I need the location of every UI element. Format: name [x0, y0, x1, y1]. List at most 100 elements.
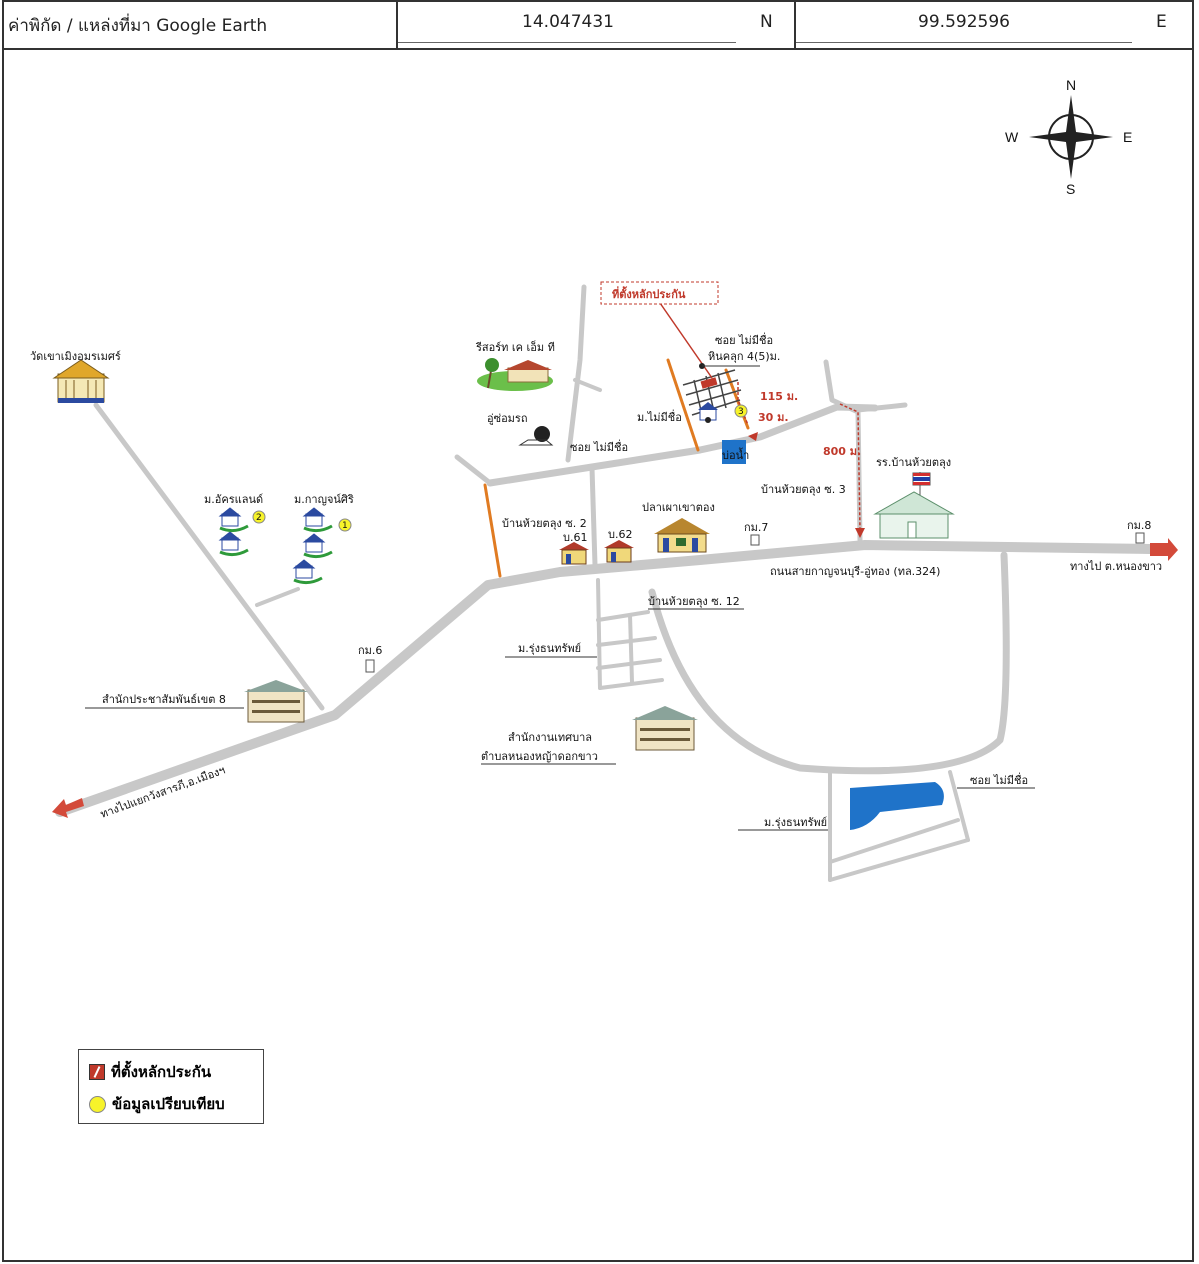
road-left-nw	[454, 454, 493, 486]
soi-3-label: บ้านห้วยตลุง ซ. 3	[761, 483, 846, 496]
arrow-800	[855, 528, 865, 538]
temple-icon	[52, 359, 110, 403]
school-label: รร.บ้านห้วยตลุง	[876, 456, 951, 469]
km7-label: กม.7	[744, 521, 768, 534]
main-highway	[55, 540, 1155, 817]
compass-rose: N S E W	[1005, 77, 1132, 197]
source-label: ค่าพิกัด / แหล่งที่มา Google Earth	[8, 16, 268, 36]
temple-branch	[255, 587, 300, 607]
office-pr8-label: สำนักประชาสัมพันธ์เขต 8	[102, 693, 226, 706]
marker-2-label: 2	[256, 513, 262, 523]
dist-800-dotted	[839, 403, 861, 531]
office-municipal-label-2: ตำบลหนองหญ้าดอกขาว	[481, 750, 598, 763]
pond	[722, 440, 746, 464]
u61-label: บ.61	[563, 531, 587, 544]
coordinate-header: ค่าพิกัด / แหล่งที่มา Google Earth 14.04…	[2, 0, 1194, 50]
temple-road	[93, 402, 325, 711]
village-rungthanasap-label-1: ม.รุ่งธนทรัพย์	[518, 642, 581, 655]
soi-unnamed-bottom-label: ซอย ไม่มีชื่อ	[970, 772, 1028, 787]
to-nongkhao-label: ทางไป ต.หนองขาว	[1070, 560, 1162, 573]
arrow-southwest	[52, 798, 84, 818]
village-unnamed-label: ม.ไม่มีชื่อ	[637, 409, 682, 424]
u62-label: บ.62	[608, 528, 632, 541]
pond-label: บ่อน้ำ	[722, 447, 749, 462]
arrow-30	[748, 432, 758, 441]
office-municipal-building-icon	[632, 706, 698, 751]
km6-marker-icon	[365, 659, 375, 673]
office-municipal-label-1: สำนักงานเทศบาล	[508, 731, 592, 744]
dist-115-label: 115 ม.	[760, 390, 798, 403]
loop-road	[648, 551, 1010, 775]
dist-30-label: 30 ม.	[758, 411, 789, 424]
latitude-value: 14.047431	[522, 12, 614, 32]
longitude-underline	[796, 42, 1132, 43]
north-road	[565, 284, 587, 463]
school-icon	[873, 472, 955, 539]
main-road-label: ถนนสายกาญจนบุรี-อู่ทอง (ทล.324)	[770, 565, 940, 578]
village-kanchansiri-label: ม.กาญจน์ศิริ	[294, 493, 354, 506]
dist-115-dotted	[737, 382, 749, 426]
garage-icon	[534, 426, 550, 442]
lake	[850, 782, 944, 830]
longitude-value: 99.592596	[918, 12, 1010, 32]
longitude-cell: 99.592596 E	[796, 0, 1192, 48]
comparison-legend-icon	[89, 1095, 106, 1113]
village-unnamed-house-icon	[698, 402, 718, 423]
arrow-east	[1150, 538, 1178, 561]
resort-icon	[477, 358, 553, 391]
legend-collateral-label: ที่ตั้งหลักประกัน	[111, 1063, 212, 1081]
compass-w: W	[1005, 129, 1019, 145]
compass-s: S	[1066, 181, 1075, 197]
soi-unnamed-label-1: ซอย ไม่มีชื่อ	[570, 439, 628, 454]
office-pr8-building-icon	[244, 680, 308, 723]
marker-3-label: 3	[738, 407, 744, 417]
collateral-label-box	[600, 281, 719, 305]
resort-label: รีสอร์ท เค เอ็ม ที	[475, 340, 555, 354]
rungthanasap-grid	[596, 578, 664, 690]
u61-house-icon	[559, 542, 589, 565]
collateral-legend-icon	[89, 1064, 105, 1080]
latitude-unit: N	[760, 12, 773, 32]
restaurant-label: ปลาเผาเขาตอง	[642, 501, 715, 514]
north-road-spur	[573, 378, 602, 392]
marker-3-icon	[734, 404, 748, 418]
legend-row-comparison: ข้อมูลเปรียบเทียบ	[89, 1092, 263, 1116]
source-cell: ค่าพิกัด / แหล่งที่มา Google Earth	[2, 0, 398, 48]
compass-n: N	[1066, 77, 1076, 93]
marker-1-icon	[338, 518, 352, 532]
marker-1-label: 1	[342, 521, 348, 531]
soi2-road	[589, 465, 598, 568]
bottom-village-roads	[828, 770, 970, 882]
legend-row-collateral: ที่ตั้งหลักประกัน	[89, 1060, 263, 1084]
road-network	[55, 284, 1155, 882]
soi-unnamed-top-label: ซอย ไม่มีชื่อ	[715, 332, 773, 347]
village-atcharaland-houses	[218, 507, 249, 557]
restaurant-icon	[654, 518, 710, 553]
temple-label: วัดเขาเมิงอมรเมศร์	[30, 350, 121, 363]
soi-hinklut-label: หินคลุก 4(5)ม.	[708, 350, 780, 363]
dist-800-label: 800 ม.	[823, 445, 861, 458]
compass-e: E	[1123, 129, 1132, 145]
orange-roads	[483, 358, 750, 578]
village-rungthanasap-label-2: ม.รุ่งธนทรัพย์	[764, 816, 827, 829]
legend-comparison-label: ข้อมูลเปรียบเทียบ	[112, 1095, 225, 1113]
collateral-site-label: ที่ตั้งหลักประกัน	[612, 286, 686, 301]
soi-12-label: บ้านห้วยตลุง ซ. 12	[648, 595, 740, 608]
km8-marker-icon	[1135, 532, 1145, 544]
latitude-underline	[398, 42, 736, 43]
km7-marker-icon	[750, 534, 760, 546]
car-icon	[518, 439, 554, 446]
km6-label: กม.6	[358, 644, 382, 657]
village-kanchansiri-houses	[292, 507, 333, 585]
u62-house-icon	[604, 540, 634, 563]
map-legend: ที่ตั้งหลักประกัน ข้อมูลเปรียบเทียบ	[78, 1049, 264, 1124]
soi-2-label: บ้านห้วยตลุง ซ. 2	[502, 517, 587, 530]
garage-label: อู่ซ่อมรถ	[487, 412, 528, 425]
marker-2-icon	[252, 510, 266, 524]
longitude-unit: E	[1156, 12, 1167, 32]
latitude-cell: 14.047431 N	[398, 0, 796, 48]
soi3-east	[855, 402, 908, 413]
village-atcharaland-label: ม.อัครแลนด์	[204, 493, 263, 506]
